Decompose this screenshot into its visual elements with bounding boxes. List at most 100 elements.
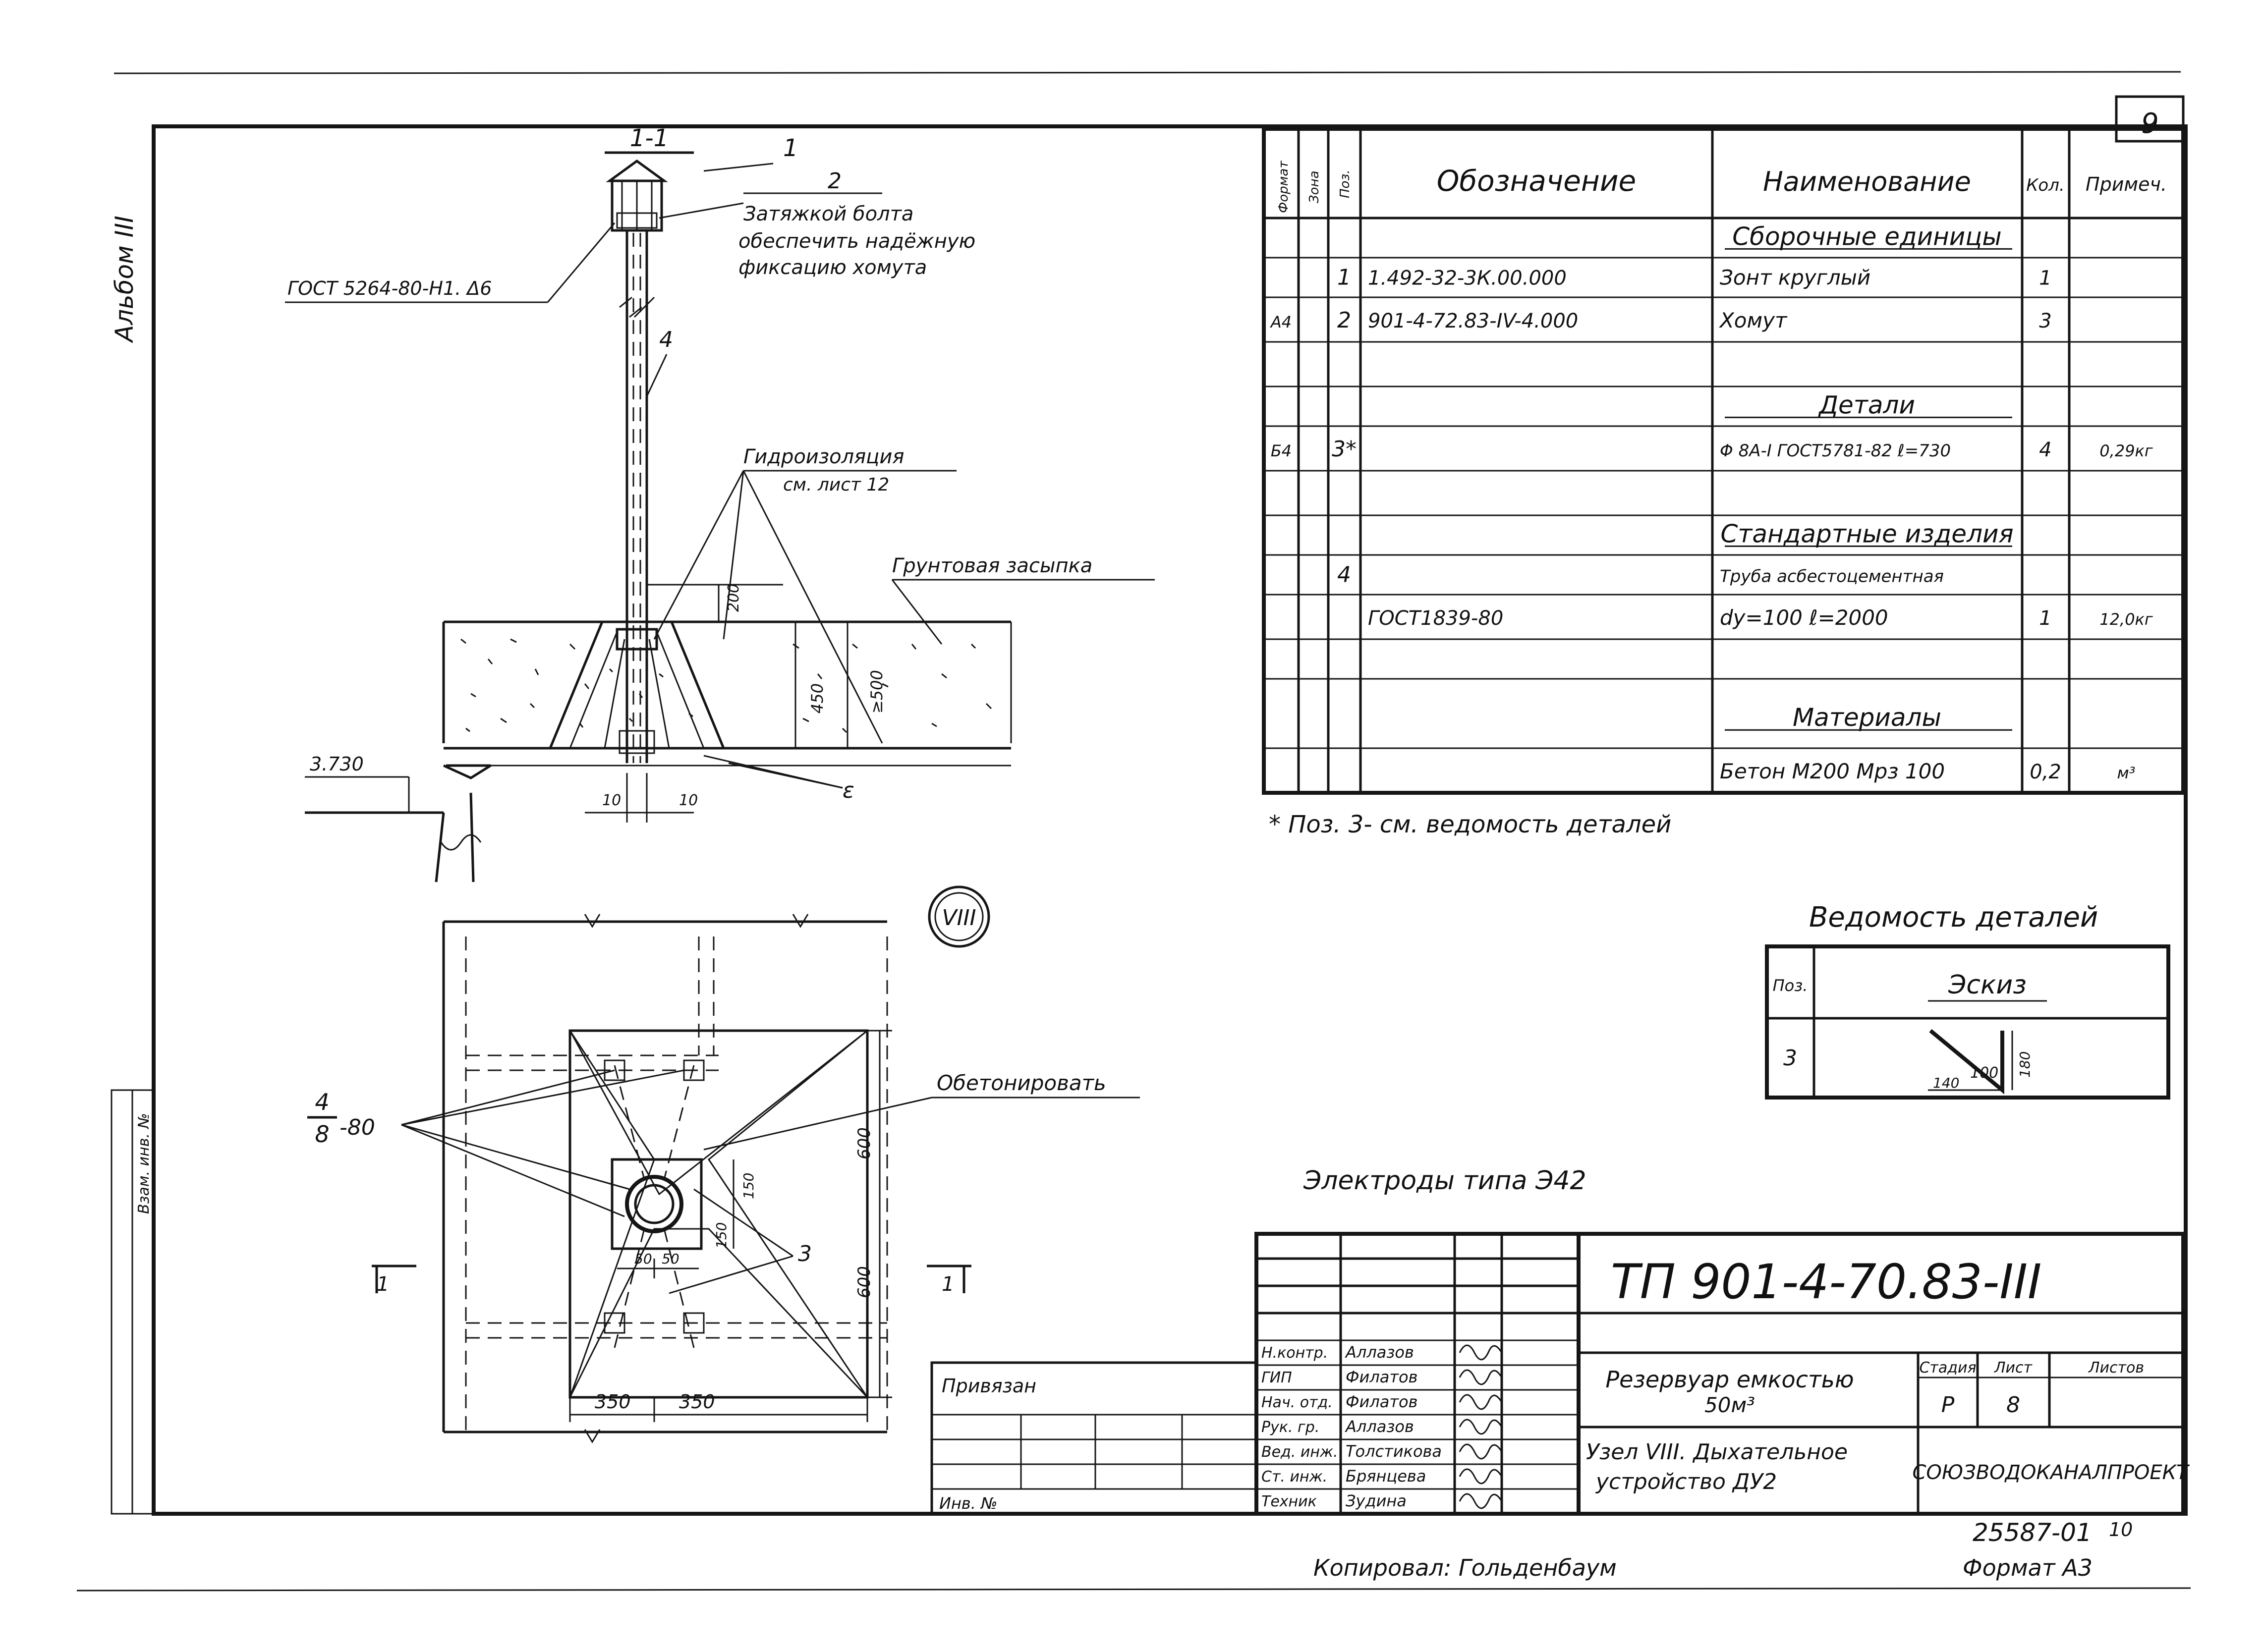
dim-200: 200 [725, 584, 742, 612]
role-title: Техник [1261, 1493, 1317, 1510]
weld-label-top: 4 [315, 1089, 329, 1115]
spec-cell-name: Труба асбестоцементная [1720, 566, 1944, 586]
signature-scribble [1459, 1468, 1503, 1485]
spec-cell-name: Сборочные единицы [1732, 222, 2002, 251]
callout-1: 1 [783, 134, 798, 162]
pipe-plan-outer [625, 1175, 683, 1233]
spec-cell-pos: 3* [1332, 437, 1357, 462]
dim-450: 450 [808, 683, 827, 714]
bent-bar-sketch: 140 100 180 [1928, 1029, 2033, 1095]
sheet-label: Лист [1994, 1359, 2033, 1377]
spec-cell-format: А4 [1270, 313, 1292, 331]
waterproofing-label: Гидроизоляция [743, 445, 904, 468]
waterproofing-ref: см. лист 12 [783, 475, 889, 495]
dim-150-lower: 150 [713, 1222, 730, 1249]
spec-cell-name: Бетон М200 Мрз 100 [1720, 759, 1945, 783]
signature-scribble [1459, 1493, 1503, 1509]
signature-scribble [1459, 1344, 1503, 1361]
spec-cell-name: Хомут [1719, 308, 1788, 332]
spec-header-zone: Зона [1307, 170, 1322, 203]
details-title: Ведомость деталей [1809, 901, 2098, 934]
weld-label-bottom: 8 [315, 1121, 329, 1148]
object-title-line-1: Резервуар емкостью [1605, 1366, 1854, 1393]
bolt-note-line-1: Затяжкой болта [743, 203, 913, 225]
document-code: ТП 901-4-70.83-III [1611, 1254, 2041, 1310]
details-dim-180: 180 [2017, 1051, 2033, 1078]
spec-row-lines [1264, 257, 2183, 749]
cut-mark-right: 1 [942, 1273, 954, 1296]
archive-sheet: 10 [2109, 1519, 2133, 1541]
dim-150-upper: 150 [740, 1173, 757, 1199]
details-schedule: Ведомость деталей Поз. Эскиз 3 140 100 1… [1765, 901, 2170, 1100]
plan-node-viii: VIII [307, 885, 1140, 1443]
side-stamp-label: Взам. инв. № [135, 1113, 153, 1214]
callout-4: 4 [659, 327, 673, 352]
gost-bolt-weld-note: ГОСТ 5264-80-Н1. Δ6 [287, 277, 492, 299]
node-label: VIII [942, 905, 976, 931]
role-person-name: Толстикова [1346, 1442, 1442, 1461]
organization-name: СОЮЗВОДОКАНАЛПРОЕКТ [1913, 1461, 2191, 1484]
dim-600-top: 600 [854, 1127, 874, 1159]
sheet-title-line-2: устройство ДУ2 [1595, 1469, 1777, 1494]
electrodes-note: Электроды типа Э42 [1303, 1166, 1586, 1196]
inventory-label: Инв. № [939, 1494, 997, 1513]
concrete-note: Обетонировать [937, 1071, 1106, 1095]
spec-header-pos: Поз. [1338, 169, 1353, 198]
concrete-backfill-body [442, 620, 1012, 767]
bolt-note-line-2: обеспечить надёжную [738, 230, 975, 253]
spec-cell-pos: 2 [1337, 308, 1351, 333]
section-title: 1-1 [630, 124, 669, 152]
sheet-corner-number: 9 [2141, 108, 2159, 140]
dim-600-bottom: 600 [854, 1266, 874, 1298]
asbestos-cement-pipe [619, 230, 655, 763]
sheets-label: Листов [2088, 1359, 2144, 1377]
spec-header-format: Формат [1276, 161, 1291, 213]
role-person-name: Филатов [1346, 1368, 1417, 1386]
format-label: Формат А3 [1963, 1554, 2093, 1581]
role-person-name: Брянцева [1346, 1467, 1426, 1486]
spec-cell-qty: 1 [2039, 267, 2051, 289]
signature-scribble [1459, 1394, 1503, 1410]
role-person-name: Аллазов [1345, 1417, 1414, 1436]
role-title: ГИП [1261, 1369, 1292, 1386]
spec-header-name: Наименование [1763, 166, 1971, 197]
dim-50-right: 50 [662, 1251, 679, 1267]
spec-header-designation: Обозначение [1437, 164, 1636, 198]
spec-cell-name: dу=100 ℓ=2000 [1720, 606, 1888, 630]
spec-cell-name: Материалы [1793, 703, 1941, 732]
umbrella-cap [606, 159, 668, 232]
spec-cell-name: Φ 8А-I ГОСТ5781-82 ℓ=730 [1720, 441, 1951, 461]
album-label: Альбом III [110, 216, 139, 343]
spec-cell-note: м³ [2117, 764, 2136, 782]
stage-label: Стадия [1919, 1359, 1976, 1377]
spec-cell-qty: 0,2 [2030, 761, 2061, 783]
spec-cell-note: 0,29кг [2099, 441, 2153, 460]
role-title: Вед. инж. [1261, 1443, 1338, 1461]
spec-header-qty: Кол. [2026, 175, 2064, 195]
spec-cell-name: Детали [1818, 390, 1915, 419]
callout-2: 2 [828, 168, 842, 194]
sheet-title-line-1: Узел VIII. Дыхательное [1586, 1439, 1848, 1465]
role-title: Нач. отд. [1261, 1394, 1333, 1411]
spec-cell-designation: 901-4-72.83-IV-4.000 [1368, 310, 1578, 332]
bound-label: Привязан [942, 1375, 1036, 1397]
callout-e: ε [843, 778, 854, 803]
details-dim-140: 140 [1933, 1075, 1959, 1091]
spec-cell-designation: ГОСТ1839-80 [1368, 607, 1503, 630]
spec-cell-name: Зонт круглый [1720, 265, 1870, 289]
spec-header-note: Примеч. [2086, 173, 2167, 195]
dim-50-left: 50 [634, 1251, 652, 1267]
details-col-sketch: Эскиз [1948, 970, 2027, 1000]
role-title: Ст. инж. [1261, 1468, 1327, 1486]
signature-scribble [1459, 1443, 1503, 1460]
concrete-block-plan [568, 1029, 870, 1399]
node-marker-circle [928, 885, 990, 948]
spec-cell-pos: 1 [1337, 265, 1351, 290]
spec-cell-name: Стандартные изделия [1720, 519, 2013, 548]
sheet-value: 8 [2006, 1392, 2020, 1418]
details-col-pos: Поз. [1773, 976, 1808, 995]
weld-label-suffix: -80 [340, 1115, 375, 1140]
